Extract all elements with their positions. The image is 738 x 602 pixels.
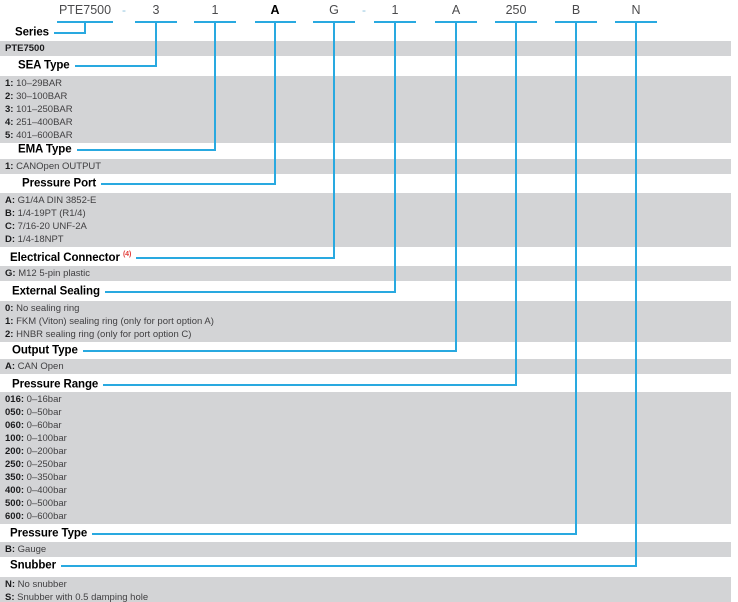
code-segment: N xyxy=(631,3,641,17)
option-row: S: Snubber with 0.5 damping hole xyxy=(5,592,149,602)
connector-hline xyxy=(101,183,276,185)
option-row: 0: No sealing ring xyxy=(5,303,80,314)
connector-hline xyxy=(92,533,577,535)
code-segment: B xyxy=(571,3,581,17)
option-block: A: CAN Open xyxy=(0,359,731,374)
code-underline xyxy=(255,21,296,23)
option-row: 200: 0–200bar xyxy=(5,446,67,457)
option-block: 1: 10–29BAR 2: 30–100BAR 3: 101–250BAR 4: 2… xyxy=(0,76,731,143)
section-heading: SEA Type xyxy=(18,59,70,72)
option-row: 050: 0–50bar xyxy=(5,407,62,418)
connector-vline xyxy=(394,22,396,293)
option-block: B: Gauge xyxy=(0,542,731,557)
connector-hline xyxy=(103,384,517,386)
code-underline xyxy=(194,21,236,23)
connector-hline xyxy=(136,257,335,259)
connector-hline xyxy=(105,291,396,293)
option-row: 1: CANOpen OUTPUT xyxy=(5,161,102,172)
option-block: 016: 0–16bar 050: 0–50bar 060: 0–60bar 100:… xyxy=(0,392,731,524)
section-heading: EMA Type xyxy=(18,143,72,156)
option-row: 500: 0–500bar xyxy=(5,498,67,509)
code-segment: 1 xyxy=(391,3,399,17)
connector-hline xyxy=(77,149,216,151)
option-block: 0: No sealing ring 1: FKM (Viton) sealing… xyxy=(0,301,731,342)
connector-hline xyxy=(54,32,86,34)
option-row: A: CAN Open xyxy=(5,361,64,372)
option-row: D: 1/4-18NPT xyxy=(5,234,64,245)
connector-hline xyxy=(83,350,457,352)
option-row: C: 7/16-20 UNF-2A xyxy=(5,221,87,232)
option-row: 600: 0–600bar xyxy=(5,511,67,522)
connector-vline xyxy=(455,22,457,352)
heading-superscript: (4) xyxy=(122,251,132,259)
section-heading: Electrical Connector (4) xyxy=(10,251,132,264)
code-underline xyxy=(374,21,416,23)
code-underline xyxy=(615,21,657,23)
option-row: 250: 0–250bar xyxy=(5,459,67,470)
option-row: A: G1/4A DIN 3852-E xyxy=(5,195,97,206)
code-segment: A xyxy=(451,3,461,17)
code-underline xyxy=(495,21,537,23)
option-block: PTE7500 xyxy=(0,41,731,56)
option-row: 3: 101–250BAR xyxy=(5,104,73,115)
section-heading: Pressure Range xyxy=(12,378,99,391)
option-row: 1: FKM (Viton) sealing ring (only for po… xyxy=(5,316,214,327)
option-row: 2: HNBR sealing ring (only for port opti… xyxy=(5,329,192,340)
connector-hline xyxy=(61,565,637,567)
section-heading: Snubber xyxy=(10,559,56,572)
connector-vline xyxy=(84,22,86,34)
option-row: 4: 251–400BAR xyxy=(5,117,73,128)
option-row: PTE7500 xyxy=(5,43,45,54)
option-row: B: Gauge xyxy=(5,544,47,555)
option-row: 2: 30–100BAR xyxy=(5,91,68,102)
connector-vline xyxy=(515,22,517,386)
code-underline xyxy=(57,21,113,23)
option-row: 016: 0–16bar xyxy=(5,394,62,405)
code-underline xyxy=(313,21,355,23)
option-block: 1: CANOpen OUTPUT xyxy=(0,159,731,174)
option-block: N: No snubber S: Snubber with 0.5 damping… xyxy=(0,577,731,602)
option-row: 350: 0–350bar xyxy=(5,472,67,483)
option-row: 400: 0–400bar xyxy=(5,485,67,496)
option-row: 5: 401–600BAR xyxy=(5,130,73,141)
option-row: 060: 0–60bar xyxy=(5,420,62,431)
connector-vline xyxy=(635,22,637,567)
section-heading: Pressure Port xyxy=(22,177,97,190)
connector-hline xyxy=(75,65,157,67)
option-row: N: No snubber xyxy=(5,579,67,590)
option-row: 100: 0–100bar xyxy=(5,433,67,444)
code-underline xyxy=(135,21,177,23)
code-separator: - xyxy=(362,3,366,17)
option-block: G: M12 5-pin plastic xyxy=(0,266,731,281)
connector-vline xyxy=(155,22,157,67)
code-segment: 3 xyxy=(152,3,160,17)
connector-vline xyxy=(575,22,577,535)
section-heading: Pressure Type xyxy=(10,527,88,540)
section-heading: Series xyxy=(15,26,49,39)
code-segment: A xyxy=(270,3,280,17)
section-heading: Output Type xyxy=(12,344,78,357)
connector-vline xyxy=(274,22,276,185)
code-segment: G xyxy=(329,3,339,17)
code-separator: - xyxy=(122,3,126,17)
connector-vline xyxy=(333,22,335,259)
option-row: 1: 10–29BAR xyxy=(5,78,63,89)
code-segment: 250 xyxy=(505,3,527,17)
code-underline xyxy=(435,21,477,23)
option-row: G: M12 5-pin plastic xyxy=(5,268,91,279)
section-heading: External Sealing xyxy=(12,285,100,298)
connector-vline xyxy=(214,22,216,151)
code-segment: PTE7500 xyxy=(58,3,112,17)
option-block: A: G1/4A DIN 3852-E B: 1/4-19PT (R1/4) C: … xyxy=(0,193,731,247)
code-underline xyxy=(555,21,597,23)
option-row: B: 1/4-19PT (R1/4) xyxy=(5,208,86,219)
code-segment: 1 xyxy=(211,3,219,17)
